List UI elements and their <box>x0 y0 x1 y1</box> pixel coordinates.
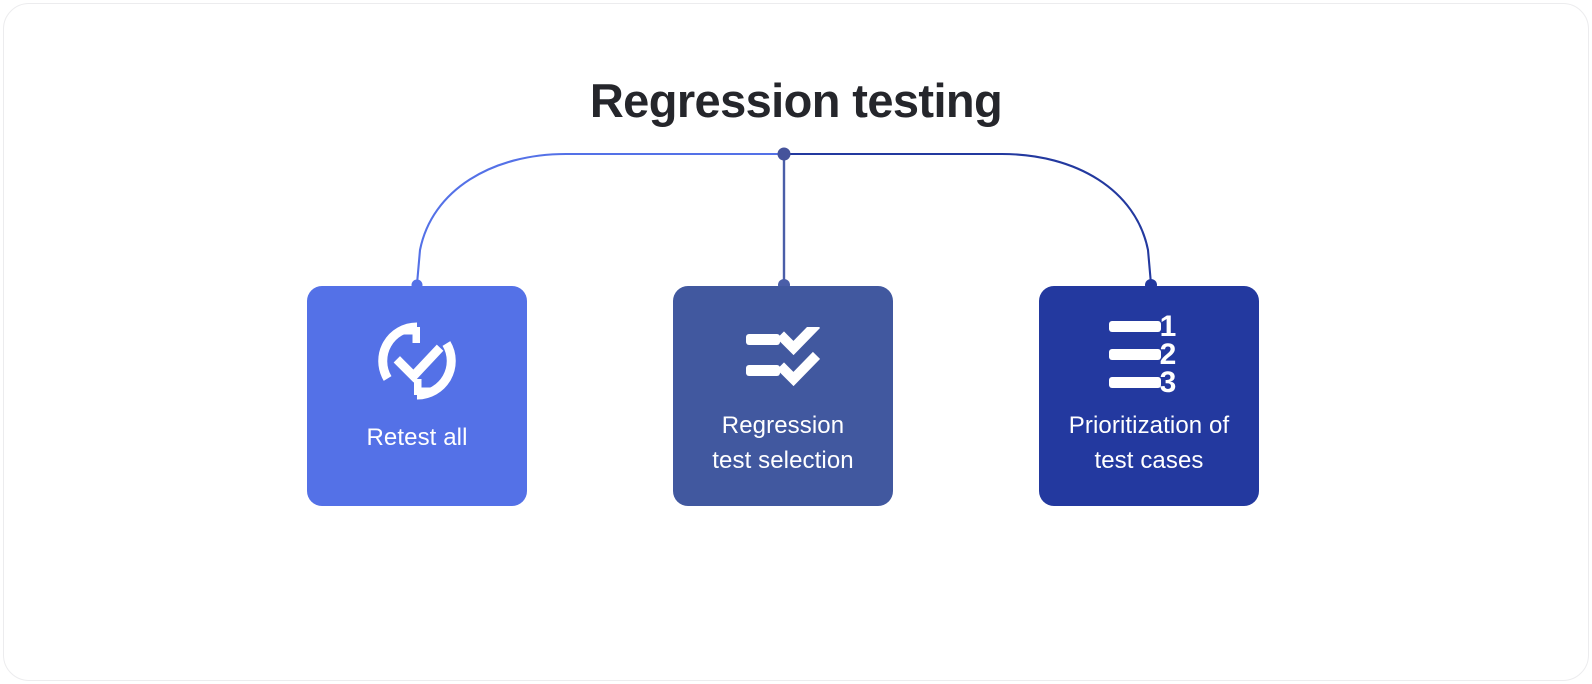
card-label-prioritization-of-test-cases: Prioritization of test cases <box>1059 408 1239 478</box>
numbered-list-digit: 1 <box>1160 313 1177 343</box>
card-prioritization-of-test-cases[interactable]: 1 2 3 Prioritization of test cases <box>1039 286 1259 506</box>
checklist-icon <box>746 322 820 394</box>
card-label-line: test cases <box>1094 447 1204 474</box>
card-label-retest-all: Retest all <box>356 420 477 455</box>
numbered-list-icon: 1 2 3 <box>1109 308 1189 402</box>
card-label-line: Retest all <box>366 424 468 451</box>
refresh-check-icon <box>374 318 460 404</box>
card-label-line: Prioritization of <box>1068 412 1230 439</box>
card-label-line: test selection <box>712 447 854 474</box>
numbered-list-digit: 3 <box>1160 366 1177 397</box>
numbered-list-digit: 2 <box>1160 338 1177 371</box>
card-retest-all[interactable]: Retest all <box>307 286 527 506</box>
page-title: Regression testing <box>589 74 1003 127</box>
card-label-regression-test-selection: Regression test selection <box>702 408 863 478</box>
card-regression-test-selection[interactable]: Regression test selection <box>673 286 893 506</box>
card-label-line: Regression <box>721 412 845 439</box>
